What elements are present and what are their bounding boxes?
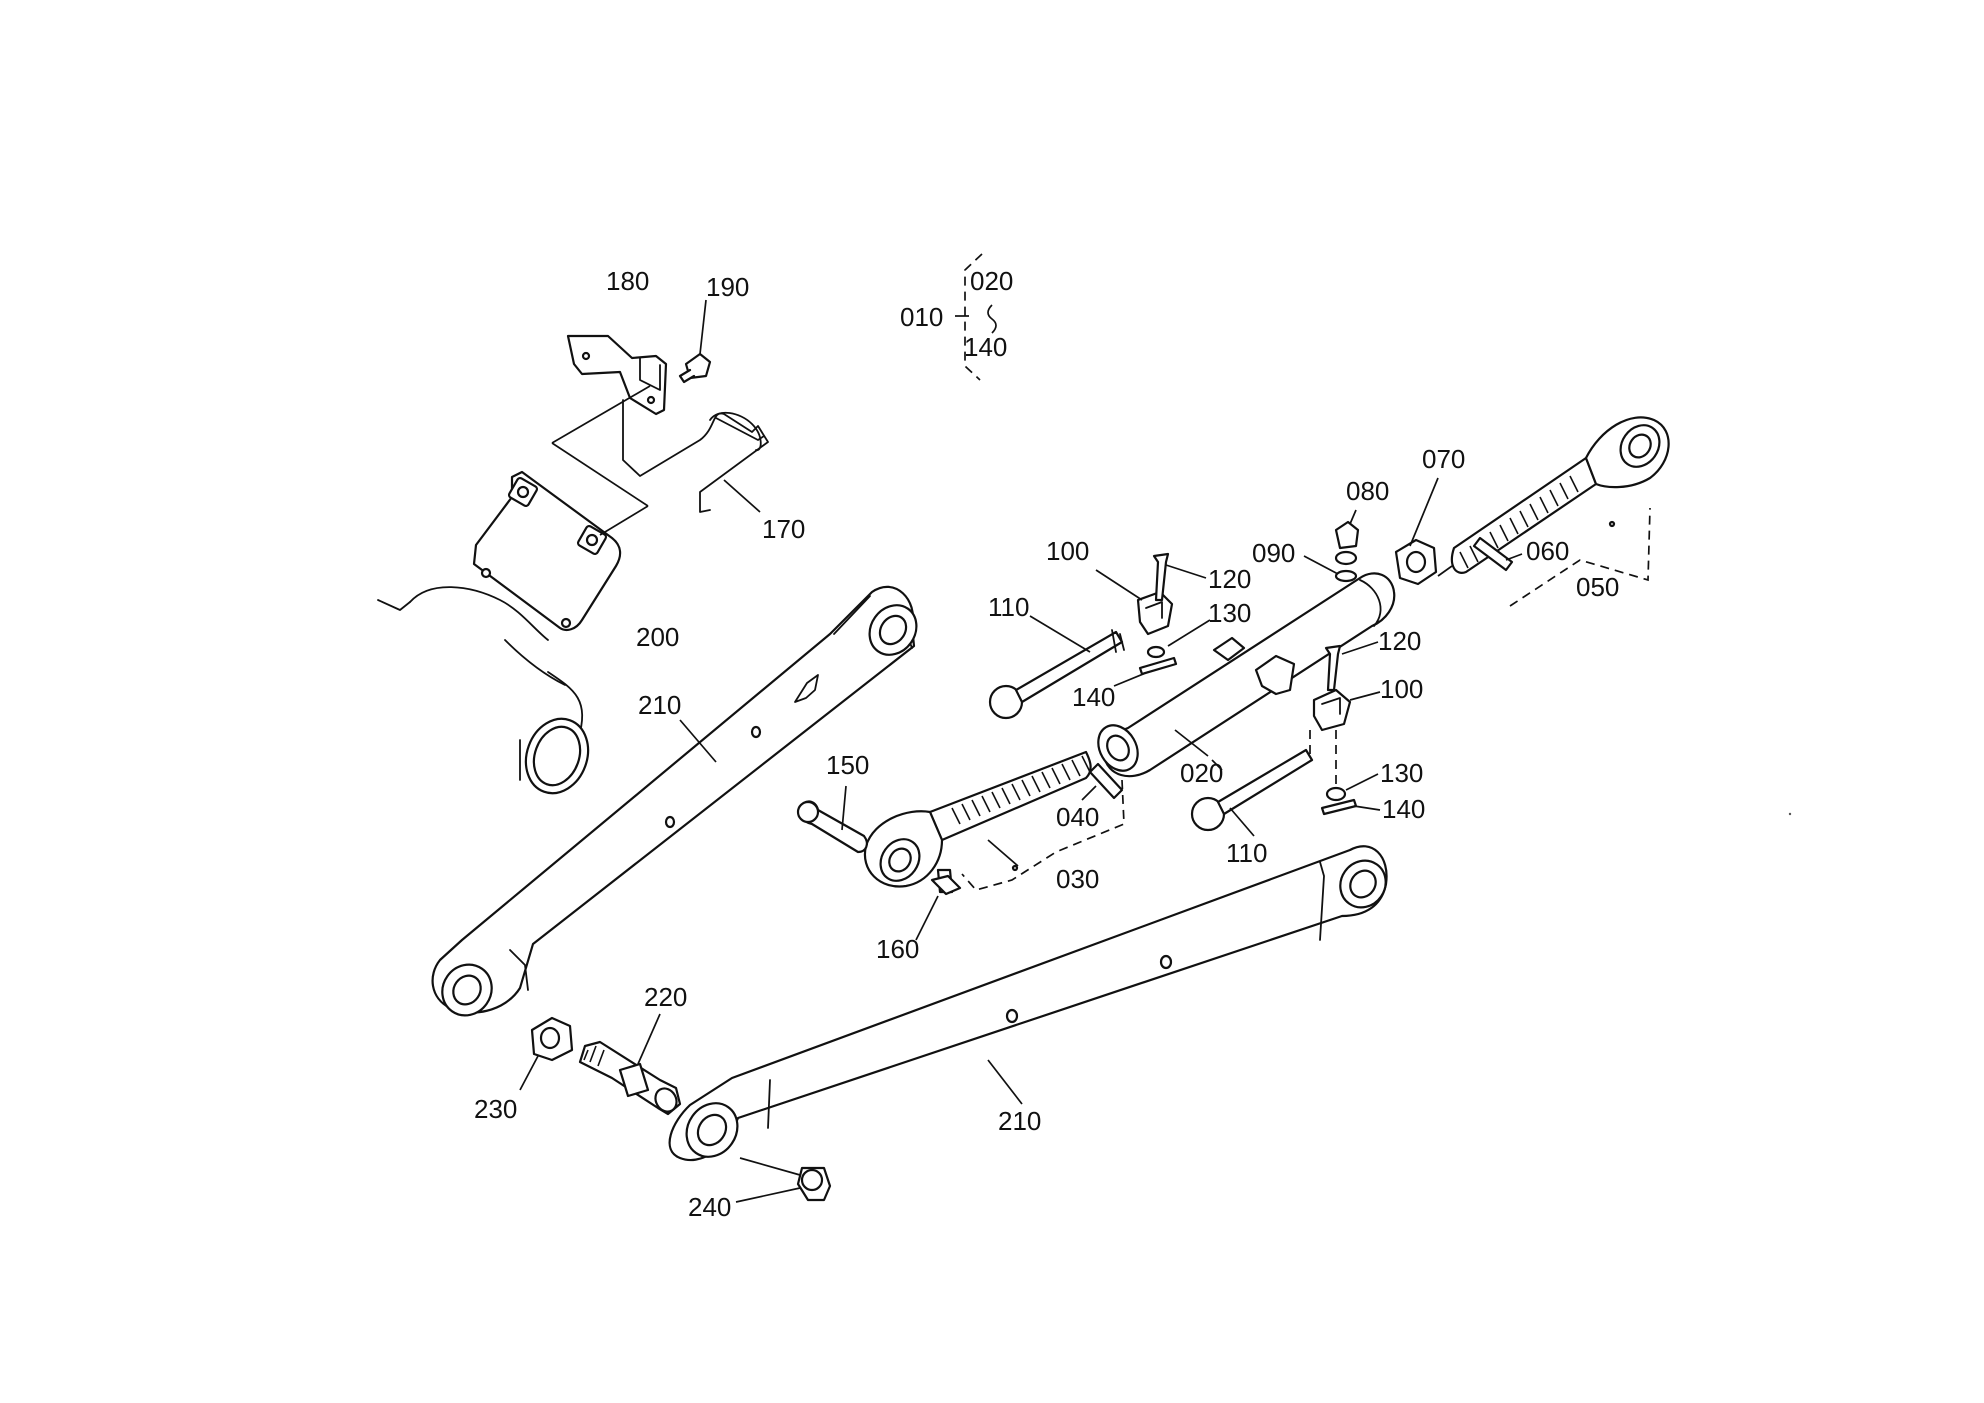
label-190: 190 bbox=[706, 272, 749, 302]
rod-end-030 bbox=[863, 750, 1125, 891]
label-020: 020 bbox=[1180, 758, 1223, 788]
spring-pin-040 bbox=[1081, 762, 1124, 801]
cotter-140-right bbox=[1320, 798, 1381, 816]
spring-hook-170 bbox=[622, 399, 769, 513]
top-link-body-020 bbox=[1097, 572, 1396, 778]
label-210-upper: 210 bbox=[638, 690, 681, 720]
label-090: 090 bbox=[1252, 538, 1295, 568]
label-020-top: 020 bbox=[970, 266, 1013, 296]
label-100-left: 100 bbox=[1046, 536, 1089, 566]
label-200: 200 bbox=[636, 622, 679, 652]
label-010: 010 bbox=[900, 302, 943, 332]
label-040: 040 bbox=[1056, 802, 1099, 832]
label-100-right: 100 bbox=[1380, 674, 1423, 704]
lock-nut-070 bbox=[1394, 477, 1453, 586]
clamp-100-right bbox=[1312, 688, 1381, 732]
part-labels: 010 020 140 180 190 170 200 210 210 100 … bbox=[474, 266, 1619, 1222]
lower-link-210-upper bbox=[431, 585, 918, 1017]
lynch-pin-160 bbox=[915, 868, 962, 941]
label-240: 240 bbox=[688, 1192, 731, 1222]
label-140-left: 140 bbox=[1072, 682, 1115, 712]
pin-150 bbox=[796, 785, 868, 854]
grease-nipple-080 bbox=[1334, 509, 1360, 566]
rod-end-050 bbox=[1450, 416, 1670, 607]
label-070: 070 bbox=[1422, 444, 1465, 474]
label-110-left: 110 bbox=[988, 592, 1029, 622]
label-230: 230 bbox=[474, 1094, 517, 1124]
pin-110-right bbox=[1190, 730, 1314, 837]
assembly-bracket-010 bbox=[955, 253, 997, 381]
label-080: 080 bbox=[1346, 476, 1389, 506]
clamp-100-left bbox=[1095, 569, 1174, 636]
lynch-pin-240 bbox=[735, 1157, 832, 1203]
label-110-right: 110 bbox=[1226, 838, 1267, 868]
speck-mark bbox=[1788, 812, 1792, 816]
label-060: 060 bbox=[1526, 536, 1569, 566]
label-030: 030 bbox=[1056, 864, 1099, 894]
spring-pin-060 bbox=[1472, 536, 1523, 572]
nut-230 bbox=[519, 1016, 574, 1091]
bolt-120-left bbox=[1152, 552, 1207, 602]
label-170: 170 bbox=[762, 514, 805, 544]
bolt-190 bbox=[678, 299, 712, 384]
label-210-lower: 210 bbox=[998, 1106, 1041, 1136]
holder-plate-180 bbox=[551, 334, 668, 536]
label-150: 150 bbox=[826, 750, 869, 780]
label-140-right: 140 bbox=[1382, 794, 1425, 824]
washer-130-left bbox=[1146, 619, 1211, 659]
pin-110-left bbox=[988, 615, 1125, 720]
label-220: 220 bbox=[644, 982, 687, 1012]
tractor-housing bbox=[377, 586, 590, 795]
label-160: 160 bbox=[876, 934, 919, 964]
washer-130-right bbox=[1325, 730, 1379, 802]
label-140-top: 140 bbox=[964, 332, 1007, 362]
label-050: 050 bbox=[1576, 572, 1619, 602]
mounting-bracket-200 bbox=[472, 470, 622, 631]
cotter-140-left bbox=[1113, 656, 1178, 687]
label-120-left: 120 bbox=[1208, 564, 1251, 594]
bolt-120-right bbox=[1324, 641, 1379, 692]
label-180: 180 bbox=[606, 266, 649, 296]
washer-090 bbox=[1303, 555, 1358, 583]
lift-pin-220 bbox=[578, 1013, 682, 1116]
lower-link-210-lower bbox=[668, 845, 1388, 1162]
label-130-right: 130 bbox=[1380, 758, 1423, 788]
label-130-left: 130 bbox=[1208, 598, 1251, 628]
label-120-right: 120 bbox=[1378, 626, 1421, 656]
